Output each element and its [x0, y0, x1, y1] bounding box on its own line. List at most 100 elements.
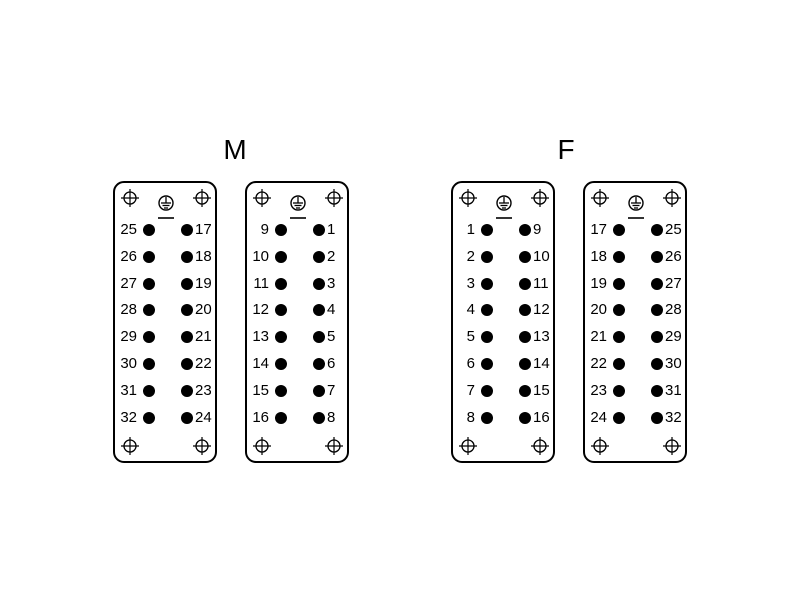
pin-label: 5 [327, 328, 336, 346]
pin-label: 30 [120, 355, 137, 372]
pin-label: 4 [466, 301, 475, 319]
mounting-hole-icon [591, 189, 609, 207]
pin-label: 24 [195, 408, 212, 426]
mounting-hole-icon [325, 437, 343, 455]
pin-row: 28 20 [115, 300, 215, 320]
pin-contact [181, 304, 193, 317]
pin-contact [651, 277, 663, 290]
pin-contact [181, 224, 193, 236]
pin-label: 19 [195, 274, 212, 292]
pin-label: 20 [195, 301, 212, 319]
pin-label: 8 [466, 408, 475, 426]
pin-contact [481, 304, 493, 317]
pin-label: 24 [590, 408, 607, 426]
pin-contact [613, 358, 625, 370]
mounting-hole-icon [663, 437, 681, 455]
pin-contact [313, 384, 325, 397]
mounting-hole-icon [253, 437, 271, 455]
pin-contact [613, 250, 625, 263]
pin-label: 6 [466, 355, 475, 372]
pin-label: 28 [665, 301, 682, 319]
pin-label: 12 [252, 301, 269, 319]
mounting-hole-icon [325, 189, 343, 207]
pin-contact [651, 358, 663, 370]
pin-row: 27 19 [115, 274, 215, 294]
pin-label: 27 [665, 274, 682, 292]
pin-label: 14 [252, 355, 269, 372]
pin-label: 15 [252, 381, 269, 399]
ground-symbol-icon [288, 194, 308, 222]
pin-contact [481, 277, 493, 290]
pin-contact [481, 224, 493, 236]
pin-label: 31 [665, 381, 682, 399]
pin-label: 11 [533, 274, 549, 292]
pin-contact [519, 331, 531, 344]
ground-symbol-icon [156, 194, 176, 222]
pin-contact [651, 384, 663, 397]
pin-label: 17 [590, 221, 607, 238]
mounting-hole-icon [193, 189, 211, 207]
pin-label: 26 [120, 247, 137, 265]
pin-contact [313, 411, 325, 424]
pin-row: 14 6 [247, 354, 347, 374]
pin-label: 8 [327, 408, 336, 426]
pin-label: 21 [590, 328, 607, 346]
pin-label: 9 [533, 221, 542, 238]
pin-label: 9 [260, 221, 269, 238]
pin-contact [143, 250, 155, 263]
pin-label: 2 [466, 247, 475, 265]
pin-label: 23 [590, 381, 607, 399]
pin-label: 19 [590, 274, 607, 292]
pin-label: 28 [120, 301, 137, 319]
pin-label: 27 [120, 274, 137, 292]
pin-contact [275, 224, 287, 236]
pin-contact [143, 358, 155, 370]
pin-contact [181, 331, 193, 344]
pin-contact [519, 277, 531, 290]
pin-contact [181, 358, 193, 370]
pin-contact [481, 331, 493, 344]
pin-contact [313, 277, 325, 290]
pin-label: 6 [327, 355, 336, 372]
mounting-hole-icon [531, 437, 549, 455]
mounting-hole-icon [663, 189, 681, 207]
pin-contact [313, 331, 325, 344]
pin-contact [651, 224, 663, 236]
mounting-hole-icon [591, 437, 609, 455]
pin-label: 15 [533, 381, 550, 399]
pin-label: 7 [466, 381, 475, 399]
pin-contact [275, 358, 287, 370]
pin-label: 7 [327, 381, 336, 399]
pin-contact [275, 250, 287, 263]
pin-label: 5 [466, 328, 475, 346]
mounting-hole-icon [459, 437, 477, 455]
pin-contact [275, 277, 287, 290]
pin-contact [519, 224, 531, 236]
mounting-hole-icon [531, 189, 549, 207]
pin-label: 32 [665, 408, 682, 426]
pin-row: 24 32 [585, 408, 685, 428]
pin-contact [143, 384, 155, 397]
mounting-hole-icon [121, 437, 139, 455]
pin-contact [275, 304, 287, 317]
pin-contact [143, 224, 155, 236]
pin-label: 25 [120, 221, 137, 238]
pin-label: 21 [195, 328, 212, 346]
